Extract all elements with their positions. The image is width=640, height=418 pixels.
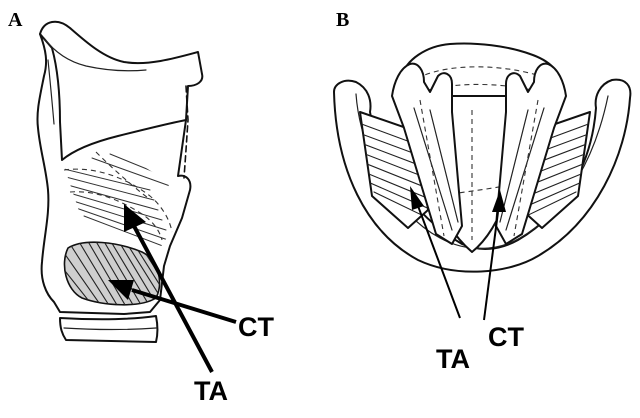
label-ta-b: TA — [436, 344, 470, 374]
right-vocal-fold-inner — [499, 109, 529, 223]
panel-label-b: B — [336, 9, 349, 31]
right-vocal-fold-line — [505, 107, 545, 231]
ta-arrow-b — [410, 186, 461, 319]
cricoid-inner-line — [63, 327, 157, 331]
ct-inner-dashed-1 — [63, 168, 173, 233]
epiglottis-fold — [43, 37, 147, 72]
ct-arrow-b — [483, 190, 506, 321]
thyroid-notch-line — [47, 59, 55, 125]
larynx-superior-drawing — [333, 42, 632, 273]
ta-arrow-a — [124, 204, 214, 373]
left-vocal-fold-inner — [429, 109, 459, 223]
label-ct-a: CT — [238, 312, 274, 342]
right-arytenoid — [495, 62, 567, 245]
larynx-lateral-drawing — [36, 20, 204, 343]
left-arytenoid — [391, 62, 463, 245]
panel-b: B — [333, 9, 632, 374]
left-vocal-fold-line — [413, 107, 453, 231]
ct-arrow-a — [108, 280, 237, 324]
label-ta-a: TA — [194, 376, 228, 406]
label-ct-b: CT — [488, 322, 524, 352]
panel-a: A — [8, 9, 274, 406]
panel-label-a: A — [8, 9, 23, 31]
